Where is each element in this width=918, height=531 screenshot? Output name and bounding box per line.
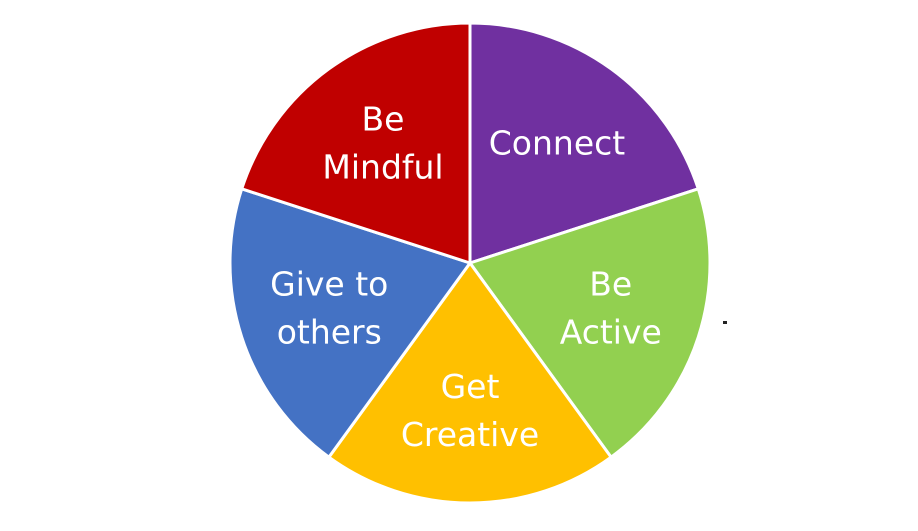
pie-slice-label-line: Connect xyxy=(489,123,626,162)
pie-slice-label-line: Active xyxy=(560,313,662,352)
stray-mark xyxy=(723,321,727,324)
pie-slice-label-line: Be xyxy=(589,265,632,304)
pie-slice-label-line: Be xyxy=(362,99,405,138)
pie-slice xyxy=(467,186,712,460)
pie-slice-label-line: Creative xyxy=(401,415,539,454)
pie-slice xyxy=(228,186,473,460)
pie-slice-label: Connect xyxy=(489,123,626,162)
pie-slice-label-line: others xyxy=(277,313,382,352)
pie-slice xyxy=(239,21,472,266)
pie-slice-label: Give to others xyxy=(270,265,388,352)
pie-slice-label-line: Get xyxy=(441,367,500,406)
pie-slice-label-line: Mindful xyxy=(322,147,443,186)
pie-slices xyxy=(228,21,712,505)
pie-slice-label-line: Give to xyxy=(270,265,388,304)
pie-slice xyxy=(326,260,614,505)
pie-slice xyxy=(468,21,701,266)
